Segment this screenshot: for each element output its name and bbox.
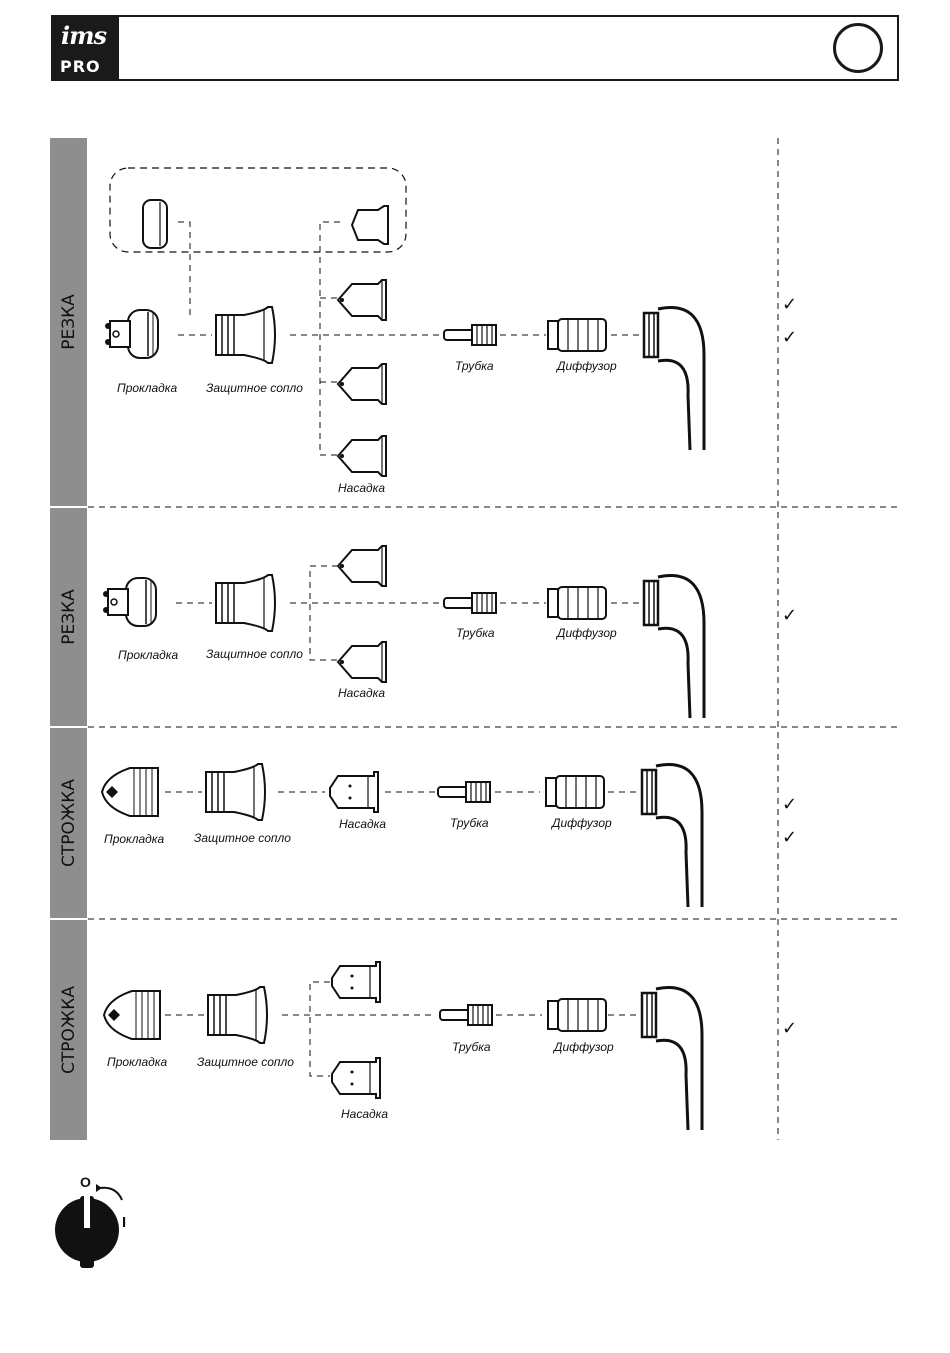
check-mark-4: ✓ <box>782 1018 797 1039</box>
caption-shield-1: Защитное сопло <box>206 381 303 395</box>
caption-nozzle-1: Насадка <box>338 481 385 495</box>
check-mark-1a: ✓ <box>782 294 797 315</box>
check-mark-1b: ✓ <box>782 327 797 348</box>
caption-tube-3: Трубка <box>450 816 489 830</box>
caption-nozzle-2: Насадка <box>338 686 385 700</box>
caption-tube-2: Трубка <box>456 626 495 640</box>
section-3-drawing <box>102 764 702 907</box>
caption-nozzle-4: Насадка <box>341 1107 388 1121</box>
check-mark-2: ✓ <box>782 605 797 626</box>
caption-shield-3: Защитное сопло <box>194 831 291 845</box>
power-switch-icon <box>55 1184 122 1268</box>
caption-tube-1: Трубка <box>455 359 494 373</box>
caption-diffuser-3: Диффузор <box>552 816 612 830</box>
caption-shield-4: Защитное сопло <box>197 1055 294 1069</box>
caption-gasket-3: Прокладка <box>104 832 164 846</box>
section-1-drawing <box>105 168 704 476</box>
caption-gasket-4: Прокладка <box>107 1055 167 1069</box>
caption-nozzle-3: Насадка <box>339 817 386 831</box>
caption-diffuser-4: Диффузор <box>554 1040 614 1054</box>
caption-tube-4: Трубка <box>452 1040 491 1054</box>
caption-gasket-1: Прокладка <box>117 381 177 395</box>
check-mark-3b: ✓ <box>782 827 797 848</box>
switch-off-label: O <box>80 1174 91 1190</box>
caption-gasket-2: Прокладка <box>118 648 178 662</box>
switch-on-label: I <box>122 1214 126 1231</box>
caption-shield-2: Защитное сопло <box>206 647 303 661</box>
caption-diffuser-2: Диффузор <box>557 626 617 640</box>
caption-diffuser-1: Диффузор <box>557 359 617 373</box>
check-mark-3a: ✓ <box>782 794 797 815</box>
